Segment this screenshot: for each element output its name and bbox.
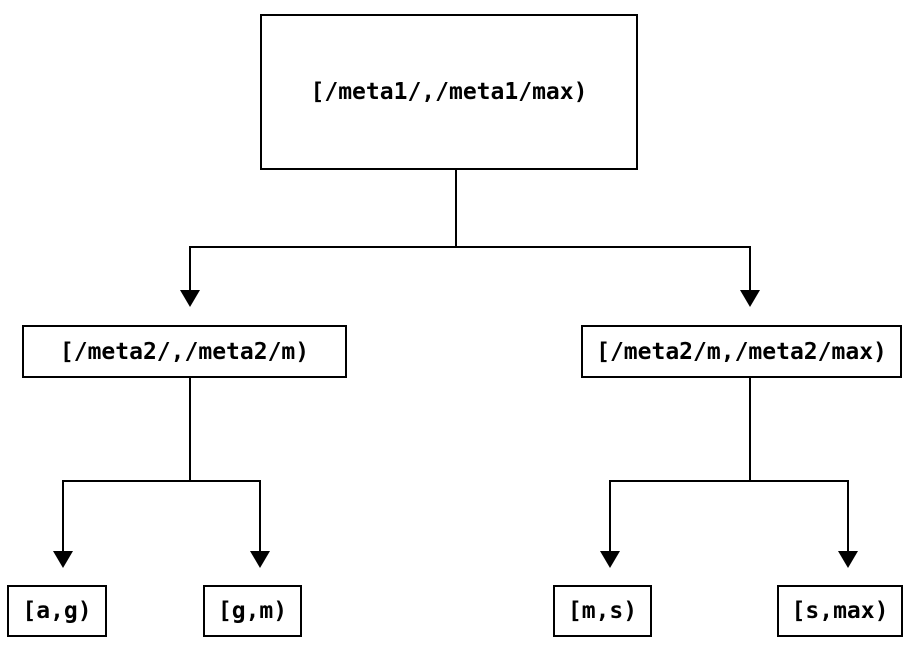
tree-node-leaf-ag: [a,g) <box>7 585 107 637</box>
arrowhead-leaf-ag <box>53 551 73 568</box>
arrowhead-leaf-ms <box>600 551 620 568</box>
tree-node-leaf-gm: [g,m) <box>203 585 302 637</box>
tree-node-root: [/meta1/,/meta1/max) <box>260 14 638 170</box>
arrowhead-leaf-gm <box>250 551 270 568</box>
arrowhead-branch-right <box>740 290 760 307</box>
arrowhead-branch-left <box>180 290 200 307</box>
tree-node-branch-right: [/meta2/m,/meta2/max) <box>581 325 902 378</box>
tree-node-branch-left: [/meta2/,/meta2/m) <box>22 325 347 378</box>
arrowheads <box>53 290 858 568</box>
tree-node-leaf-ms: [m,s) <box>553 585 652 637</box>
arrowhead-leaf-smax <box>838 551 858 568</box>
tree-node-leaf-smax: [s,max) <box>777 585 903 637</box>
edge-segments <box>62 169 849 553</box>
